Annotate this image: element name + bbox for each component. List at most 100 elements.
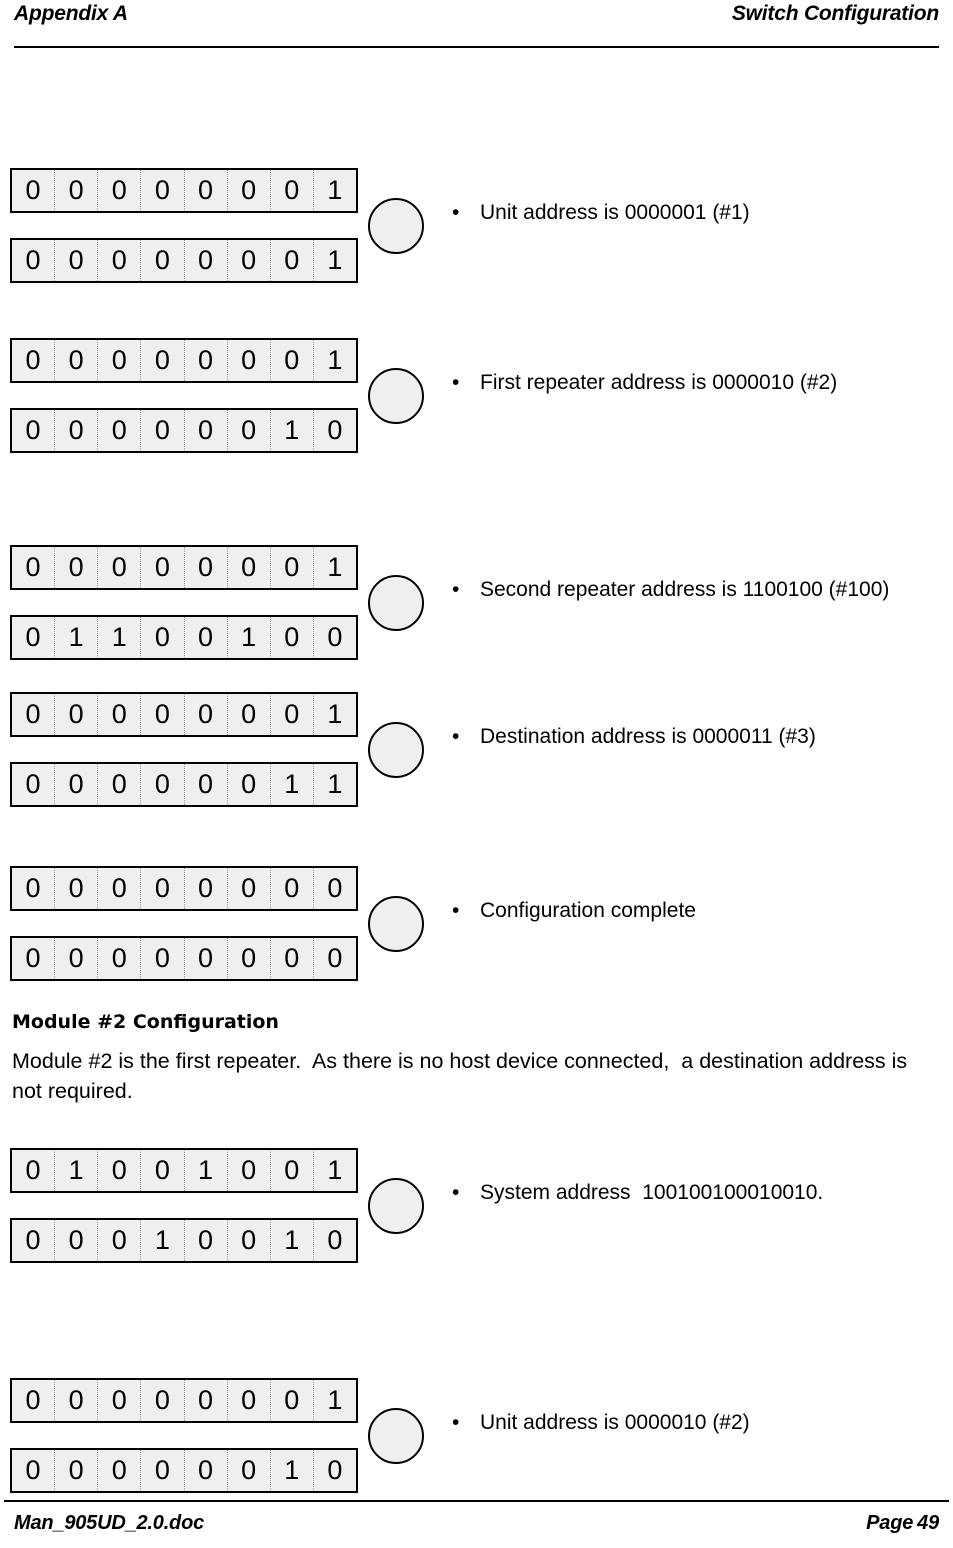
dip-switch-cell[interactable]: 1 <box>185 1150 228 1191</box>
dip-switch-cell[interactable]: 0 <box>185 1380 228 1421</box>
dip-switch-cell[interactable]: 0 <box>55 1220 99 1261</box>
dip-switch-cell[interactable]: 0 <box>55 240 99 281</box>
dip-switch-cell[interactable]: 0 <box>12 617 56 658</box>
dip-switch-cell[interactable]: 0 <box>141 1380 185 1421</box>
dip-switch-cell[interactable]: 0 <box>185 410 228 451</box>
dip-switch-cell[interactable]: 0 <box>12 547 56 588</box>
dip-switch-cell[interactable]: 0 <box>228 547 271 588</box>
dip-switch-cell[interactable]: 0 <box>12 340 56 381</box>
dip-switch-cell[interactable]: 0 <box>12 938 56 979</box>
dip-switch-cell[interactable]: 1 <box>55 617 99 658</box>
dip-switch-cell[interactable]: 0 <box>271 694 314 735</box>
dip-switch-cell[interactable]: 0 <box>141 694 185 735</box>
dip-switch-cell[interactable]: 1 <box>327 175 343 205</box>
dip-switch-cell[interactable]: 0 <box>98 1220 142 1261</box>
dip-switch-cell[interactable]: 0 <box>55 1380 99 1421</box>
dip-switch-cell[interactable]: 1 <box>271 410 314 451</box>
dip-switch-cell[interactable]: 1 <box>55 1150 99 1191</box>
dip-switch-cell[interactable]: 0 <box>327 415 343 445</box>
dip-switch-cell[interactable]: 0 <box>141 1150 185 1191</box>
dip-switch-cell[interactable]: 0 <box>228 1450 271 1491</box>
dip-switch-cell[interactable]: 0 <box>228 868 271 909</box>
dip-switch-cell[interactable]: 0 <box>98 1450 142 1491</box>
dip-switch-cell[interactable]: 0 <box>185 1220 228 1261</box>
dip-switch-cell[interactable]: 0 <box>12 764 56 805</box>
dip-switch-cell[interactable]: 0 <box>271 938 314 979</box>
dip-switch-cell[interactable]: 0 <box>98 1150 142 1191</box>
dip-switch-cell[interactable]: 0 <box>141 410 185 451</box>
dip-switch-cell[interactable]: 0 <box>98 938 142 979</box>
dip-switch-cell[interactable]: 0 <box>185 764 228 805</box>
dip-switch-cell[interactable]: 0 <box>141 547 185 588</box>
dip-switch-cell[interactable]: 1 <box>271 764 314 805</box>
dip-switch-cell[interactable]: 0 <box>271 617 314 658</box>
dip-switch-cell[interactable]: 0 <box>271 240 314 281</box>
dip-switch-cell[interactable]: 0 <box>185 340 228 381</box>
dip-switch-cell[interactable]: 0 <box>185 1450 228 1491</box>
dip-switch-cell[interactable]: 0 <box>98 547 142 588</box>
dip-switch-cell[interactable]: 0 <box>55 340 99 381</box>
dip-switch-cell[interactable]: 0 <box>98 340 142 381</box>
dip-switch-cell[interactable]: 0 <box>55 868 99 909</box>
dip-switch-cell[interactable]: 0 <box>327 943 343 973</box>
dip-switch-cell[interactable]: 0 <box>185 547 228 588</box>
dip-switch-cell[interactable]: 1 <box>327 1385 343 1415</box>
dip-switch-cell[interactable]: 0 <box>98 410 142 451</box>
dip-switch-cell[interactable]: 1 <box>327 345 343 375</box>
dip-switch-cell[interactable]: 0 <box>55 694 99 735</box>
dip-switch-cell[interactable]: 0 <box>271 1150 314 1191</box>
dip-switch-cell[interactable]: 1 <box>327 699 343 729</box>
dip-switch-cell[interactable]: 1 <box>141 1220 185 1261</box>
dip-switch-cell[interactable]: 0 <box>55 938 99 979</box>
dip-switch-cell[interactable]: 0 <box>12 1150 56 1191</box>
dip-switch-cell[interactable]: 0 <box>98 764 142 805</box>
dip-switch-cell[interactable]: 0 <box>185 240 228 281</box>
dip-switch-cell[interactable]: 0 <box>185 617 228 658</box>
dip-switch-cell[interactable]: 1 <box>271 1450 314 1491</box>
dip-switch-cell[interactable]: 0 <box>12 868 56 909</box>
dip-switch-cell[interactable]: 0 <box>55 764 99 805</box>
dip-switch-cell[interactable]: 0 <box>55 410 99 451</box>
dip-switch-cell[interactable]: 0 <box>12 1220 56 1261</box>
dip-switch-cell[interactable]: 0 <box>228 938 271 979</box>
dip-switch-cell[interactable]: 0 <box>141 340 185 381</box>
dip-switch-cell[interactable]: 0 <box>271 547 314 588</box>
dip-switch-cell[interactable]: 0 <box>185 868 228 909</box>
dip-switch-cell[interactable]: 0 <box>141 938 185 979</box>
dip-switch-cell[interactable]: 0 <box>55 170 99 211</box>
dip-switch-cell[interactable]: 0 <box>12 170 56 211</box>
dip-switch-cell[interactable]: 0 <box>12 1450 56 1491</box>
dip-switch-cell[interactable]: 0 <box>228 170 271 211</box>
dip-switch-cell[interactable]: 0 <box>327 1455 343 1485</box>
dip-switch-cell[interactable]: 0 <box>228 340 271 381</box>
dip-switch-cell[interactable]: 0 <box>12 240 56 281</box>
dip-switch-cell[interactable]: 0 <box>185 938 228 979</box>
dip-switch-cell[interactable]: 1 <box>327 769 343 799</box>
dip-switch-cell[interactable]: 1 <box>228 617 271 658</box>
dip-switch-cell[interactable]: 0 <box>141 764 185 805</box>
dip-switch-cell[interactable]: 0 <box>228 694 271 735</box>
dip-switch-cell[interactable]: 0 <box>327 1225 343 1255</box>
dip-switch-cell[interactable]: 0 <box>98 694 142 735</box>
dip-switch-cell[interactable]: 0 <box>271 340 314 381</box>
dip-switch-cell[interactable]: 1 <box>327 245 343 275</box>
dip-switch-cell[interactable]: 0 <box>141 617 185 658</box>
dip-switch-cell[interactable]: 0 <box>185 694 228 735</box>
dip-switch-cell[interactable]: 0 <box>327 873 343 903</box>
dip-switch-cell[interactable]: 0 <box>228 1150 271 1191</box>
dip-switch-cell[interactable]: 1 <box>271 1220 314 1261</box>
dip-switch-cell[interactable]: 0 <box>12 410 56 451</box>
dip-switch-cell[interactable]: 0 <box>141 868 185 909</box>
dip-switch-cell[interactable]: 1 <box>327 552 343 582</box>
dip-switch-cell[interactable]: 0 <box>98 170 142 211</box>
dip-switch-cell[interactable]: 0 <box>12 1380 56 1421</box>
